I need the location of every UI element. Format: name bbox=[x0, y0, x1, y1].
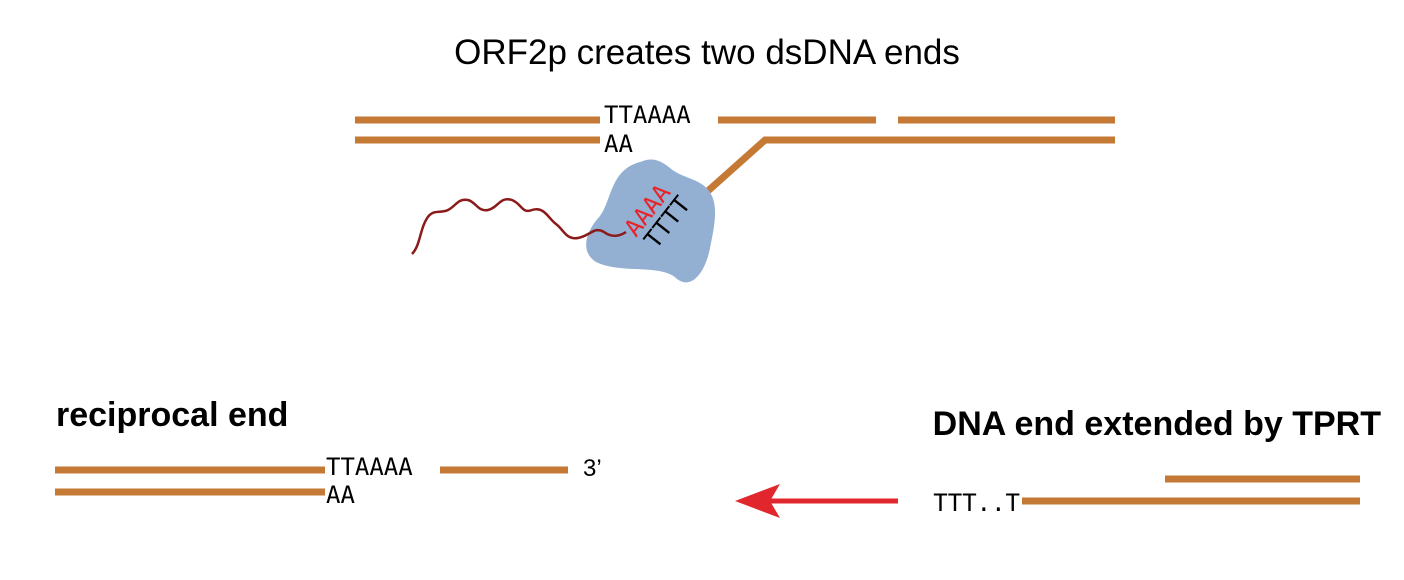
extension-direction-arrow bbox=[735, 484, 898, 518]
reciprocal-end-heading: reciprocal end bbox=[56, 396, 288, 434]
tprt-heading: DNA end extended by TPRT bbox=[933, 405, 1382, 443]
reciprocal-dna-duplex bbox=[55, 466, 568, 496]
left-panel: reciprocal end TTAAAA AA 3’ bbox=[55, 396, 602, 509]
diagram-title: ORF2p creates two dsDNA ends bbox=[454, 33, 960, 72]
tprt-dna-duplex bbox=[1022, 475, 1360, 505]
top-dna-duplex bbox=[355, 116, 1115, 201]
right-panel: DNA end extended by TPRT TTT..T bbox=[735, 405, 1381, 518]
rna-strand bbox=[411, 197, 627, 255]
three-prime-label: 3’ bbox=[583, 455, 602, 482]
bottom-strand-primer bbox=[697, 136, 1115, 201]
reciprocal-bottom-sequence: AA bbox=[326, 481, 355, 509]
orf2p-protein bbox=[586, 159, 716, 283]
top-strand-sequence: TTAAAA bbox=[604, 101, 691, 129]
reciprocal-top-sequence: TTAAAA bbox=[326, 453, 413, 481]
top-panel: TTAAAA AA AAAA TTTT bbox=[355, 101, 1115, 283]
bottom-strand-sequence: AA bbox=[604, 130, 633, 158]
tprt-extension-sequence: TTT..T bbox=[933, 489, 1020, 517]
arrow-head-icon bbox=[735, 484, 780, 518]
